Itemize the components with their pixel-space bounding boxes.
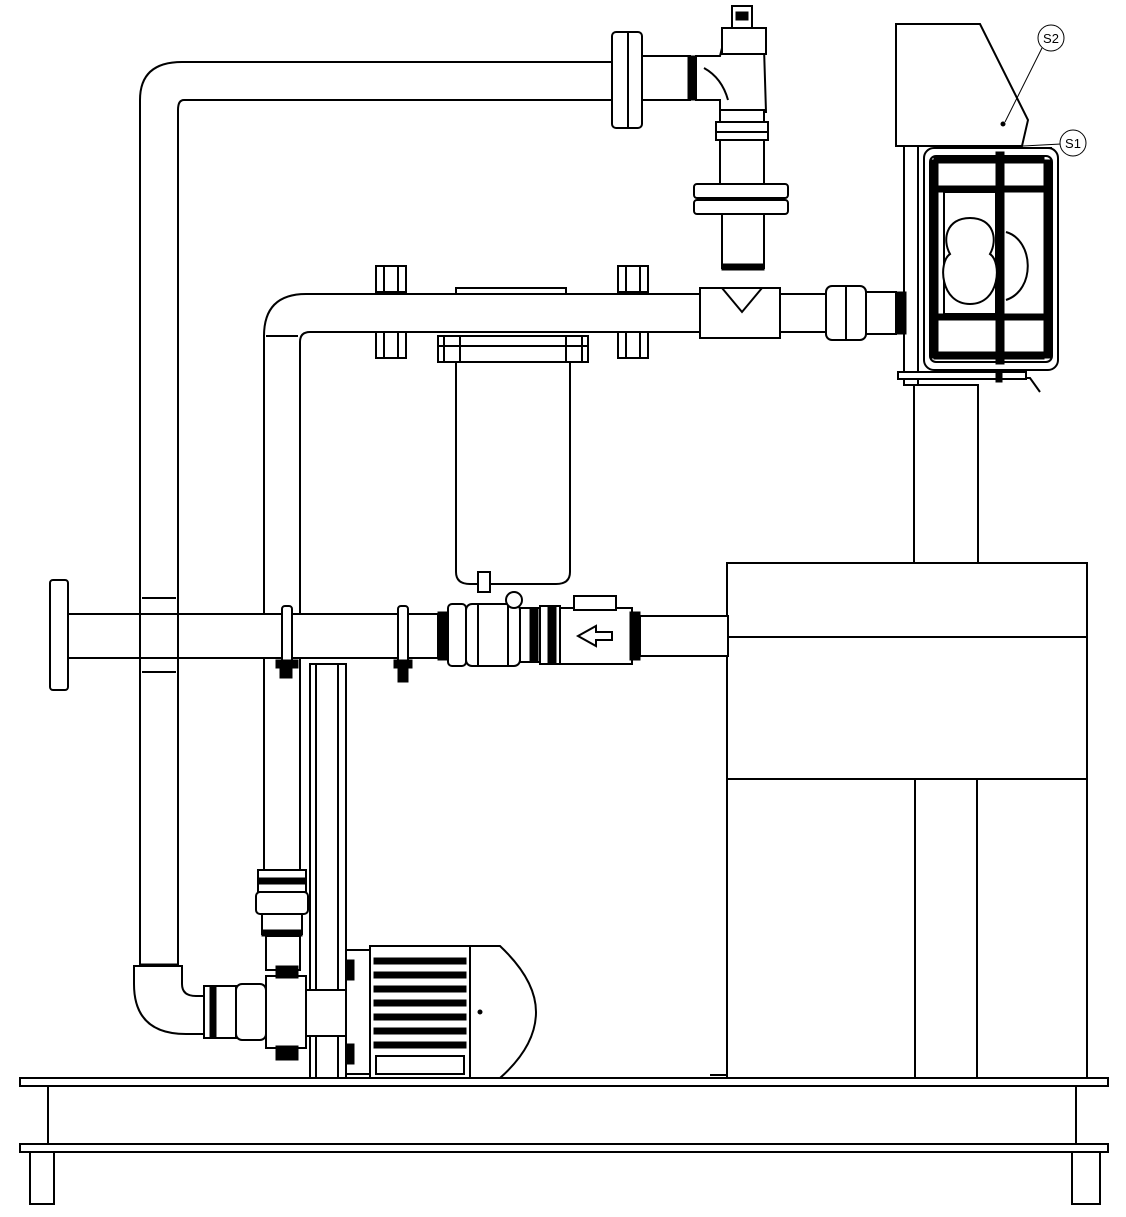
dosing-pump [897, 147, 1059, 393]
centrifugal-pump [203, 965, 347, 1061]
pump-stand-column [903, 139, 979, 564]
electric-motor [345, 945, 538, 1079]
label-s1: S1 [1065, 136, 1081, 151]
tank [710, 562, 1088, 1079]
pump-discharge-union [255, 869, 309, 971]
top-flange-valve [611, 5, 789, 271]
base-foot-right [1071, 1151, 1101, 1205]
suction-line [49, 579, 729, 691]
base-frame [19, 1077, 1109, 1205]
sensor-housing [895, 23, 1030, 147]
label-s2: S2 [1043, 31, 1059, 46]
pump-head [942, 216, 998, 306]
base-foot-left [29, 1151, 55, 1205]
callout-s2: S2 [1004, 24, 1065, 123]
filter-housing [437, 335, 589, 593]
upper-discharge-pipe [263, 265, 907, 871]
callout-s1: S1 [984, 129, 1087, 157]
